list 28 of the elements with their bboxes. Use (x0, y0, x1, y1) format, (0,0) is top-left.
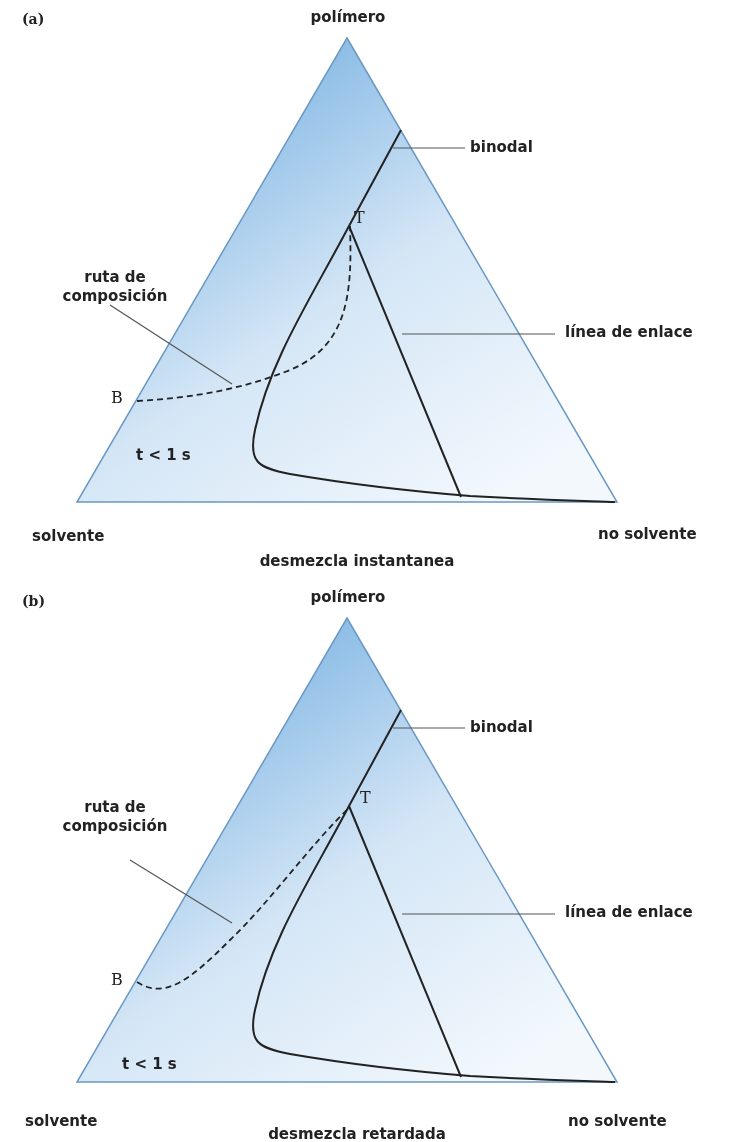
vertex-label: no solvente (598, 525, 697, 544)
line-label: línea de enlace (565, 903, 693, 922)
panel-label: (a) (22, 10, 45, 29)
vertex-label: solvente (32, 527, 105, 546)
time-label: t < 1 s (122, 1055, 177, 1074)
curve-label: binodal (470, 138, 533, 157)
vertex-label: no solvente (568, 1112, 667, 1131)
leader-line (392, 727, 466, 729)
leader-line (129, 859, 233, 924)
panel-label: (b) (22, 592, 46, 611)
leader-line (401, 913, 556, 915)
point-label: T (360, 788, 371, 807)
leader-line (401, 333, 556, 335)
diagram-caption: desmezcla instantanea (258, 552, 456, 571)
leader-line (109, 304, 233, 385)
leader-line (392, 147, 466, 149)
line-label: línea de enlace (565, 323, 693, 342)
diagram-caption: desmezcla retardada (267, 1125, 447, 1142)
vertex-label: polímero (309, 588, 387, 607)
curve-label: ruta de composición (40, 268, 190, 306)
point-label: T (354, 208, 365, 227)
curve-label: ruta de composición (40, 798, 190, 836)
curve-label: binodal (470, 718, 533, 737)
point-label: B (111, 970, 123, 989)
time-label: t < 1 s (136, 446, 191, 465)
point-label: B (111, 388, 123, 407)
vertex-label: polímero (309, 8, 387, 27)
vertex-label: solvente (25, 1112, 98, 1131)
